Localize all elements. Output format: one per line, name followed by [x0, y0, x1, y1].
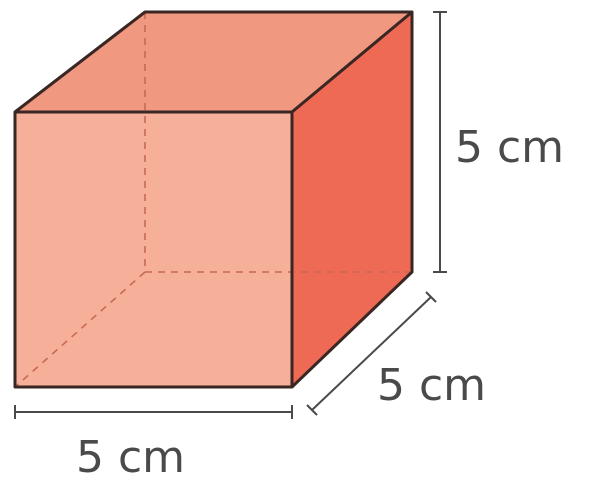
width-label: 5 cm [76, 432, 185, 482]
hidden-edges [14, 12, 412, 388]
hidden-edge-depth [14, 271, 146, 388]
right-back-outline [290, 12, 414, 389]
visible-edges [13, 10, 414, 389]
cube-right-face [292, 12, 412, 387]
dimension-lines [14, 11, 447, 419]
cube-front-face [15, 112, 292, 387]
depth-dimension-tick-bottom [306, 404, 318, 416]
top-back-outline [14, 10, 414, 114]
depth-dimension-line [311, 296, 432, 411]
height-label: 5 cm [455, 122, 564, 173]
depth-label: 5 cm [377, 360, 486, 411]
depth-dimension-tick-top [425, 291, 437, 303]
